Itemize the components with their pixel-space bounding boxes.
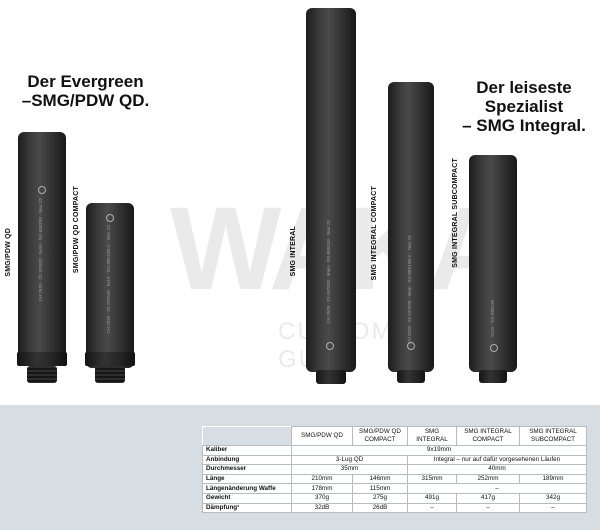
table-cell: 3-Lug QD — [291, 454, 408, 466]
heading-specialist: Der leiseste Spezialist – SMG Integral. — [444, 78, 600, 135]
table-cell: 315mm — [407, 473, 457, 485]
table-row: Durchmesser 35mm 40mm — [202, 464, 587, 475]
table-cell: 417g — [456, 492, 520, 504]
table-row: Länge 210mm 146mm 315mm 252mm 189mm — [202, 473, 587, 485]
table-cell: 9x19mm — [291, 445, 587, 456]
heading-evergreen-line2: –SMG/PDW QD. — [21, 91, 150, 110]
table-cell: 252mm — [456, 473, 520, 485]
table-corner — [202, 426, 292, 446]
suppressor-body — [18, 132, 66, 366]
row-label: Anbindung — [202, 454, 292, 466]
suppressor-engraving: 9x19 · SG-885198 — [490, 300, 495, 337]
table-cell: – — [407, 483, 587, 494]
suppressor-label: SMG INTERAL — [290, 226, 297, 277]
waka-logo-icon — [407, 342, 415, 350]
table-cell: Integral – nur auf dafür vorgesehenen Lä… — [407, 454, 587, 466]
product-photo-area: Der Evergreen –SMG/PDW QD. Der leiseste … — [5, 8, 600, 384]
row-label: Dämpfung¹ — [202, 502, 292, 514]
row-label: Länge — [202, 473, 292, 485]
table-row: Dämpfung¹ 32dB 26dB – – – — [202, 502, 587, 514]
table-cell: 370g — [291, 492, 353, 504]
table-cell: 40mm — [407, 464, 587, 475]
heading-evergreen: Der Evergreen –SMG/PDW QD. — [18, 72, 153, 110]
waka-logo-icon — [490, 344, 498, 352]
suppressor-mount — [95, 366, 125, 383]
suppressor-engraving: CH 2520 · 22-197538 · 9mm · SG-885139 · … — [326, 220, 331, 324]
waka-logo-icon — [38, 186, 46, 194]
suppressor-body — [388, 82, 434, 372]
row-label: Durchmesser — [202, 464, 292, 475]
suppressor-body — [469, 155, 517, 372]
table-cell: – — [407, 502, 457, 514]
suppressor-label: SMG/PDW QD — [5, 228, 12, 277]
table-row: Kaliber 9x19mm — [202, 445, 587, 456]
table-cell: – — [519, 502, 587, 514]
row-label: Kaliber — [202, 445, 292, 456]
table-cell: 275g — [352, 492, 408, 504]
suppressor-label: SMG INTEGRAL SUBCOMPACT — [452, 158, 459, 268]
table-cell: 32dB — [291, 502, 353, 514]
table-cell: 26dB — [352, 502, 408, 514]
waka-logo-icon — [106, 214, 114, 222]
table-cell: 146mm — [352, 473, 408, 485]
heading-specialist-line1: Der leiseste Spezialist — [476, 78, 572, 116]
table-cell: 210mm — [291, 473, 353, 485]
table-cell: 491g — [407, 492, 457, 504]
suppressor-engraving: CH 2520 · 22-197538 · 9mm · SG-88519B-C … — [407, 235, 412, 344]
table-row: Anbindung 3-Lug QD Integral – nur auf da… — [202, 454, 587, 466]
suppressor-collar — [17, 352, 67, 366]
suppressor-engraving: CH 2520 · 22-197649 · 9x19 · SG-88519B-C… — [106, 225, 111, 334]
heading-specialist-line2: – SMG Integral. — [462, 116, 586, 135]
table-cell: – — [456, 502, 520, 514]
column-header: SMG/PDW QD — [291, 426, 353, 446]
table-cell: 342g — [519, 492, 587, 504]
row-label: Gewicht — [202, 492, 292, 504]
table-row: Längenänderung Waffe 178mm 115mm – — [202, 483, 587, 494]
suppressor-muzzle — [397, 370, 425, 383]
table-cell: 189mm — [519, 473, 587, 485]
heading-evergreen-line1: Der Evergreen — [27, 72, 144, 91]
suppressor-mount — [27, 366, 57, 383]
suppressor-body — [86, 203, 134, 368]
table-cell: 178mm — [291, 483, 353, 494]
waka-logo-icon — [326, 342, 334, 350]
suppressor-label: SMG INTEGRAL COMPACT — [371, 186, 378, 281]
suppressor-muzzle — [479, 370, 507, 383]
suppressor-body — [306, 8, 356, 372]
table-cell: 115mm — [352, 483, 408, 494]
suppressor-label: SMG/PDW QD COMPACT — [73, 186, 80, 274]
suppressor-collar — [85, 352, 135, 366]
table-cell: 35mm — [291, 464, 408, 475]
table-row: Gewicht 370g 275g 491g 417g 342g — [202, 492, 587, 504]
row-label: Längenänderung Waffe — [202, 483, 292, 494]
suppressor-engraving: CH 2520 · 22-197632 · 9x19 · SG-885208 ·… — [38, 198, 43, 302]
suppressor-muzzle — [316, 370, 346, 384]
